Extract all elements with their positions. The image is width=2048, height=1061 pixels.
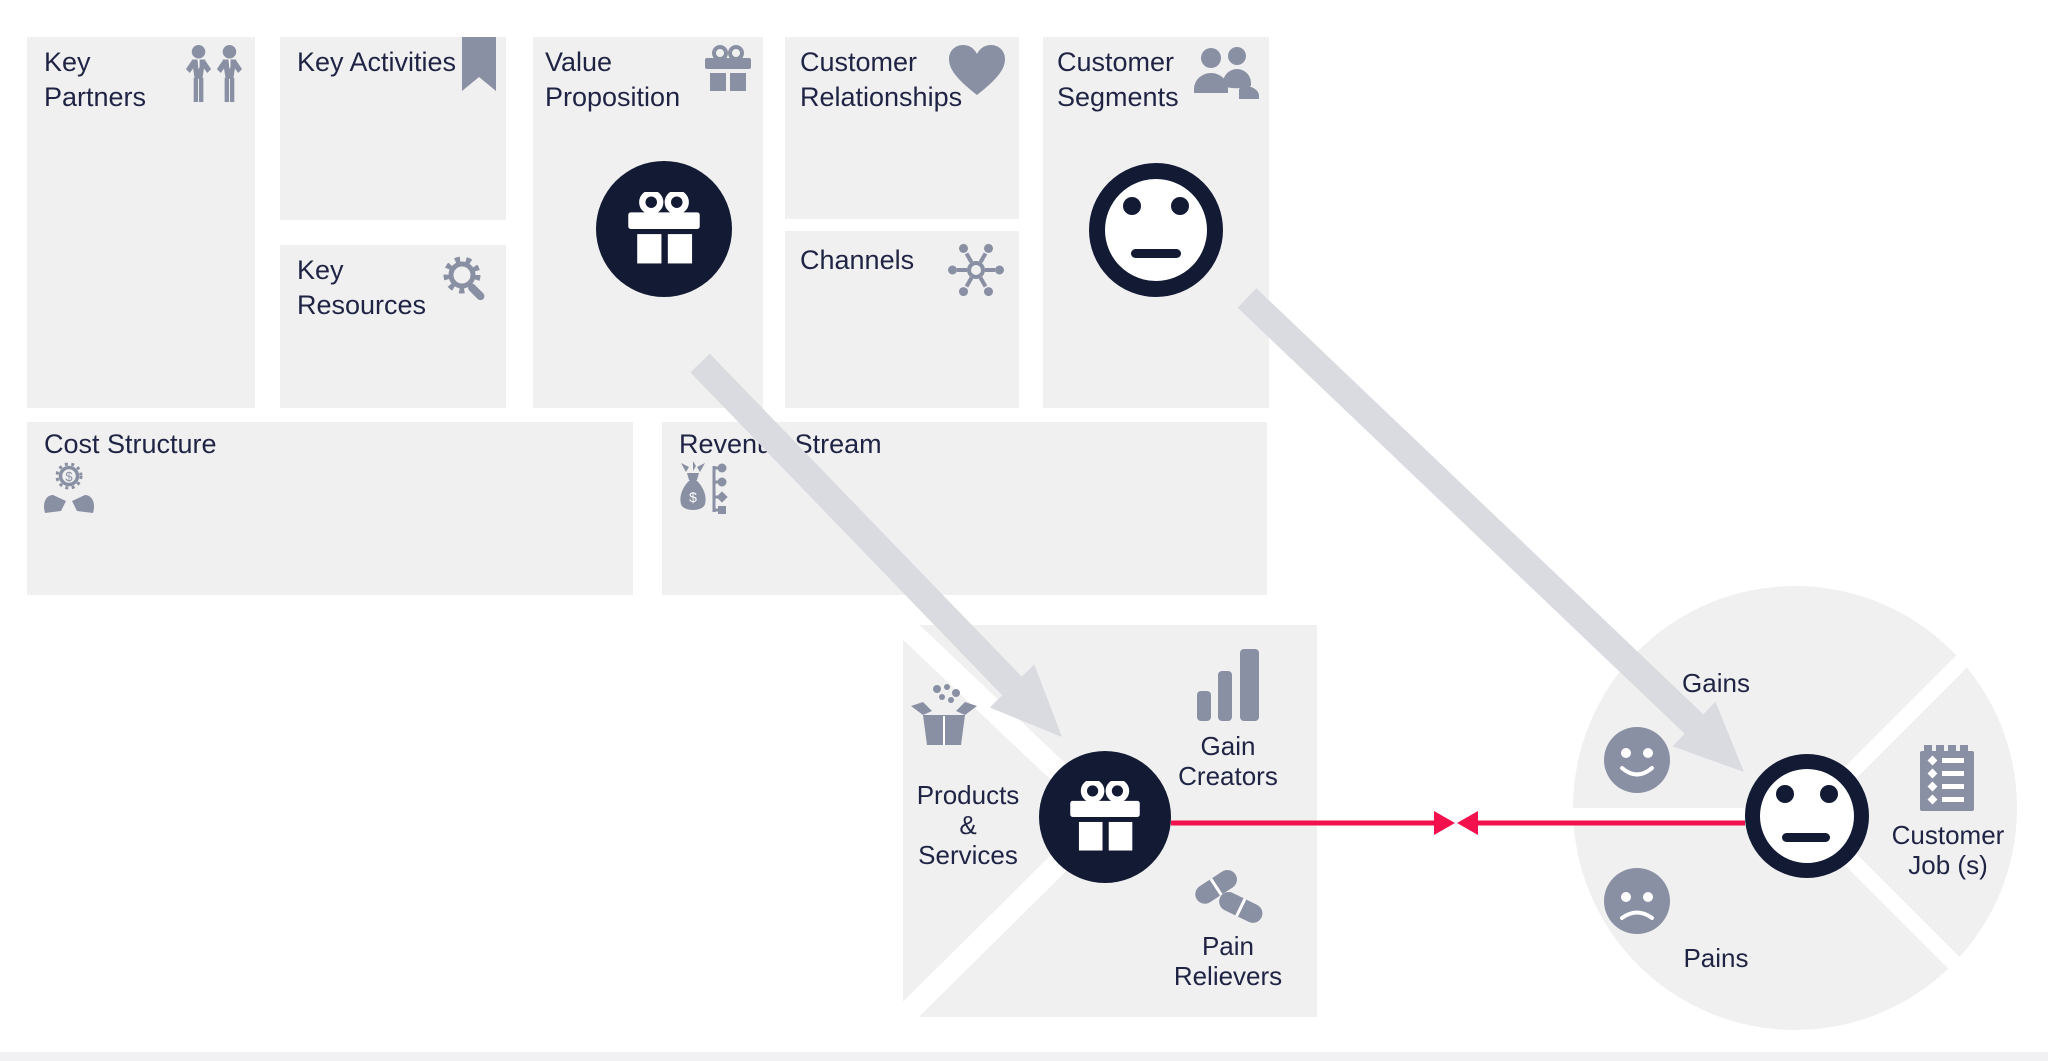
customer-segments-title: Customer Segments [1057,47,1179,112]
pills-icon [1185,863,1271,932]
hands-coin-icon: $ [43,462,95,519]
neutral-face-icon [1089,163,1223,297]
face-left-eye [1776,785,1794,803]
pain-relievers-label: Pain Relievers [1173,931,1283,991]
key-partners-box: Key Partners [27,37,255,408]
face-mouth [1131,249,1181,258]
task-list-icon [1920,745,1974,816]
customer-jobs-label: Customer Job (s) [1891,820,2005,880]
open-box-icon [911,683,977,758]
key-resources-box: Key Resources [280,245,506,408]
pains-label: Pains [1683,943,1749,973]
gift-icon [705,45,751,98]
channels-title: Channels [800,245,915,275]
cost-structure-box: Cost Structure $ [27,422,633,595]
svg-text:$: $ [689,489,697,505]
value-proposition-title: Value Proposition [545,47,681,112]
bookmark-icon [462,37,496,96]
heart-icon [949,45,1005,100]
network-hub-icon [947,241,1005,304]
key-partners-title: Key Partners [44,47,147,112]
money-bag-flow-icon: $ [678,460,728,521]
face-mouth [1782,833,1830,842]
gift-badge-icon [596,161,732,297]
face-right-eye [1171,197,1189,215]
revenue-stream-title: Revenue Stream [679,429,882,459]
bar-chart-icon [1197,649,1259,726]
channels-box: Channels [785,231,1019,408]
key-resources-title: Key Resources [297,255,427,320]
face-left-eye [1123,197,1141,215]
products-services-label: Products & Services [916,780,1020,870]
bottom-strip [0,1052,2048,1061]
sad-face-icon [1604,868,1670,939]
customer-relationships-box: Customer Relationships [785,37,1019,219]
gain-creators-label: Gain Creators [1178,731,1278,791]
people-group-icon [1181,45,1259,108]
gains-label: Gains [1682,668,1750,698]
two-businessmen-icon [185,43,243,110]
neutral-face-icon [1745,754,1869,878]
smiley-face-icon [1604,727,1670,798]
gift-badge-icon [1039,751,1171,883]
svg-text:$: $ [65,469,73,484]
key-activities-title: Key Activities [297,47,457,77]
revenue-stream-box: Revenue Stream $ [662,422,1267,595]
customer-relationships-title: Customer Relationships [800,47,963,112]
gear-magnifier-icon [442,255,494,312]
cost-structure-title: Cost Structure [44,429,217,459]
face-right-eye [1820,785,1838,803]
key-activities-box: Key Activities [280,37,506,220]
